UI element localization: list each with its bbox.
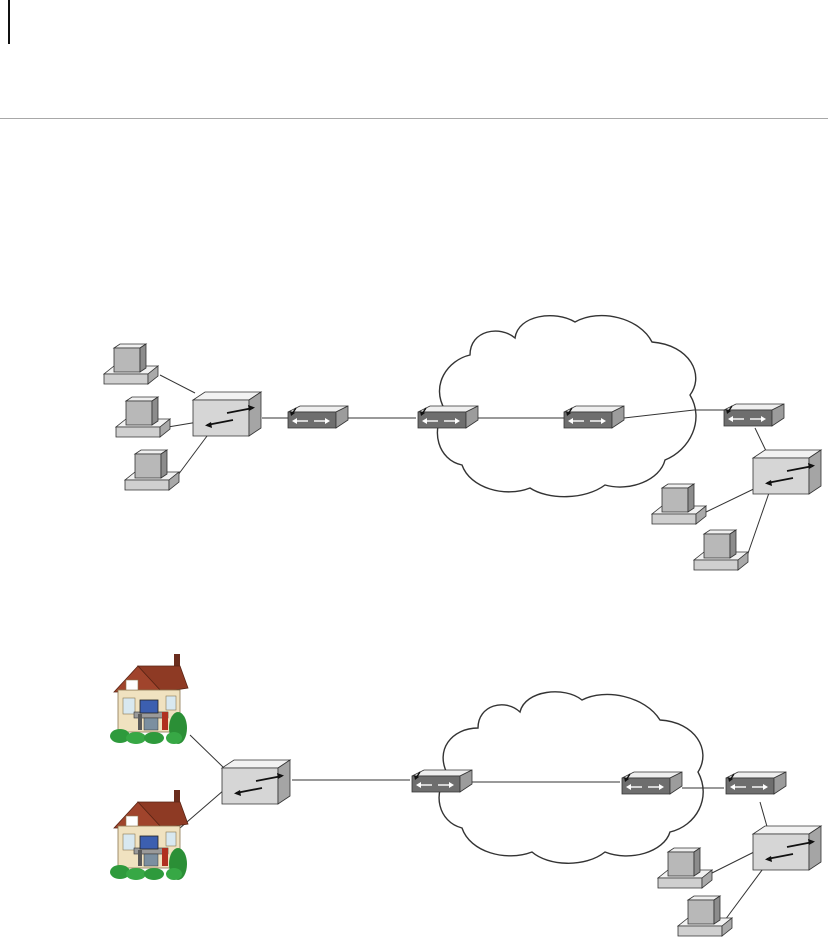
router-icon — [288, 406, 348, 428]
router-icon — [412, 770, 472, 792]
network-switch-icon — [753, 450, 821, 494]
desktop-computer-icon — [116, 397, 170, 437]
router-icon — [564, 406, 624, 428]
router-icon — [726, 772, 786, 794]
desktop-computer-icon — [658, 848, 712, 888]
diagram-top — [104, 316, 821, 570]
house-with-computer-icon — [110, 654, 188, 744]
diagram-bottom — [110, 654, 821, 936]
network-switch-icon — [193, 392, 261, 436]
router-icon — [418, 406, 478, 428]
router-icon — [724, 404, 784, 426]
desktop-computer-icon — [104, 344, 158, 384]
desktop-computer-icon — [678, 896, 732, 936]
desktop-computer-icon — [694, 530, 748, 570]
desktop-computer-icon — [125, 450, 179, 490]
router-icon — [622, 772, 682, 794]
desktop-computer-icon — [652, 484, 706, 524]
network-switch-icon — [222, 760, 290, 804]
house-with-computer-icon — [110, 790, 188, 880]
network-switch-icon — [753, 826, 821, 870]
